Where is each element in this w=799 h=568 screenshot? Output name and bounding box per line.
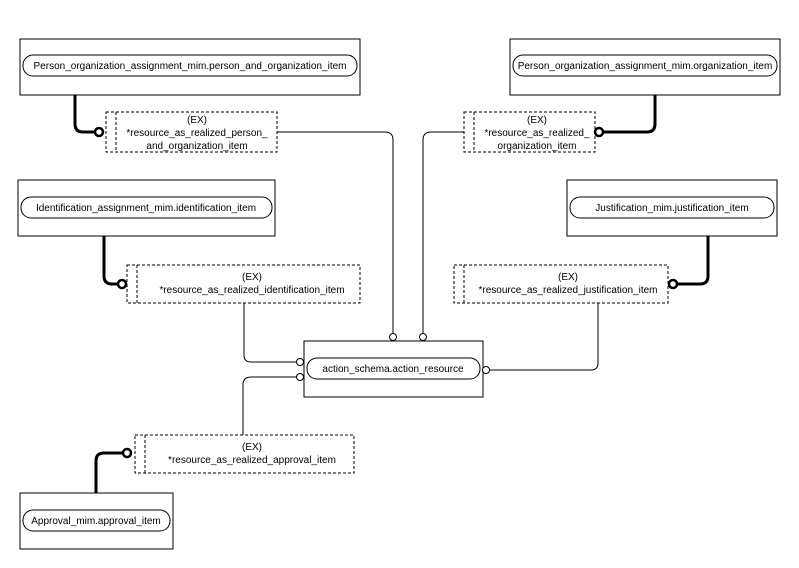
thin-end-circles (296, 333, 490, 381)
select-label-line1: *resource_as_realized_ (484, 128, 590, 139)
select-label-line1: *resource_as_realized_approval_item (168, 455, 336, 466)
end-circle (296, 373, 304, 381)
end-circle (593, 126, 605, 138)
select-tag: (EX) (558, 272, 578, 283)
end-circle (482, 366, 490, 374)
thick-link-org (604, 95, 657, 134)
select-tag: (EX) (187, 115, 207, 126)
entity-label: Person_organization_assignment_mim.perso… (34, 61, 347, 72)
select-resource-as-realized-approval-item[interactable]: (EX) *resource_as_realized_approval_item (134, 434, 355, 474)
select-label-line1: *resource_as_realized_person_ (126, 128, 268, 139)
entity-person-and-organization-item[interactable]: Person_organization_assignment_mim.perso… (19, 38, 361, 96)
thick-link-approval (94, 451, 122, 493)
thick-relationships (73, 95, 710, 493)
end-circle (389, 333, 397, 341)
entity-label: Person_organization_assignment_mim.organ… (518, 61, 773, 72)
thin-link-org (422, 131, 464, 333)
entity-label: Identification_assignment_mim.identifica… (36, 203, 256, 214)
select-tag: (EX) (242, 272, 262, 283)
select-resource-as-realized-justification-item[interactable]: (EX) *resource_as_realized_justification… (453, 264, 669, 304)
thick-link-identification (102, 236, 117, 286)
select-resource-as-realized-identification-item[interactable]: (EX) *resource_as_realized_identificatio… (126, 264, 361, 304)
entity-organization-item[interactable]: Person_organization_assignment_mim.organ… (509, 38, 781, 96)
select-label-line2: and_organization_item (146, 141, 247, 152)
entity-approval-item[interactable]: Approval_mim.approval_item (19, 492, 174, 550)
end-circle (667, 278, 679, 290)
select-tag: (EX) (242, 442, 262, 453)
select-label-line2: organization_item (498, 141, 577, 152)
thin-link-person-org (277, 131, 394, 333)
select-tag: (EX) (527, 115, 547, 126)
thick-link-person-org (73, 95, 94, 134)
entity-label: Justification_mim.justification_item (595, 203, 748, 214)
thin-link-identification (243, 303, 297, 363)
entity-label: action_schema.action_resource (322, 364, 464, 375)
select-label-line1: *resource_as_realized_justification_item (479, 285, 658, 296)
select-resource-as-realized-organization-item[interactable]: (EX) *resource_as_realized_ organization… (463, 111, 596, 153)
thin-link-approval (242, 376, 297, 435)
end-circle (121, 447, 133, 459)
thin-relationships (242, 131, 599, 435)
entity-justification-item[interactable]: Justification_mim.justification_item (566, 179, 778, 237)
thick-end-circles (93, 126, 679, 459)
select-resource-as-realized-person-and-organization-item[interactable]: (EX) *resource_as_realized_person_ and_o… (105, 111, 278, 153)
entity-label: Approval_mim.approval_item (31, 516, 161, 527)
select-label-line1: *resource_as_realized_identification_ite… (159, 285, 344, 296)
thick-link-justification (678, 236, 710, 286)
end-circle (419, 333, 427, 341)
entity-action-resource[interactable]: action_schema.action_resource (303, 340, 484, 398)
end-circle (296, 358, 304, 366)
end-circle (93, 126, 105, 138)
thin-link-justification (488, 303, 599, 371)
entity-identification-item[interactable]: Identification_assignment_mim.identifica… (17, 179, 276, 237)
end-circle (116, 278, 128, 290)
